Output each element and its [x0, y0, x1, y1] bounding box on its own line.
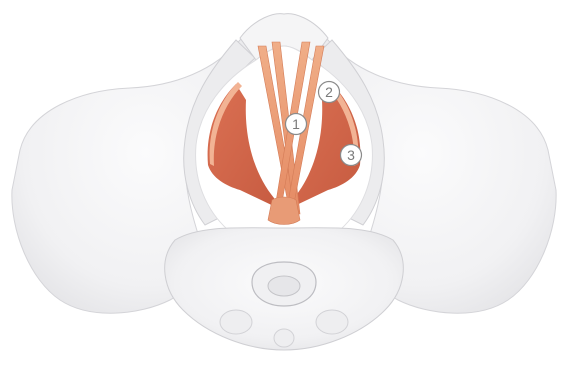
coccyx-left [220, 310, 252, 334]
callout-3: 3 [341, 145, 362, 166]
callout-1-label: 1 [292, 116, 300, 132]
muscle-convergence [268, 197, 300, 225]
callout-2: 2 [319, 82, 340, 103]
callout-1: 1 [286, 114, 307, 135]
callout-2-label: 2 [325, 84, 333, 100]
coccyx-right [316, 310, 348, 334]
coccyx-tip [274, 329, 294, 347]
vertebral-canal [268, 276, 300, 296]
callout-3-label: 3 [347, 147, 355, 163]
